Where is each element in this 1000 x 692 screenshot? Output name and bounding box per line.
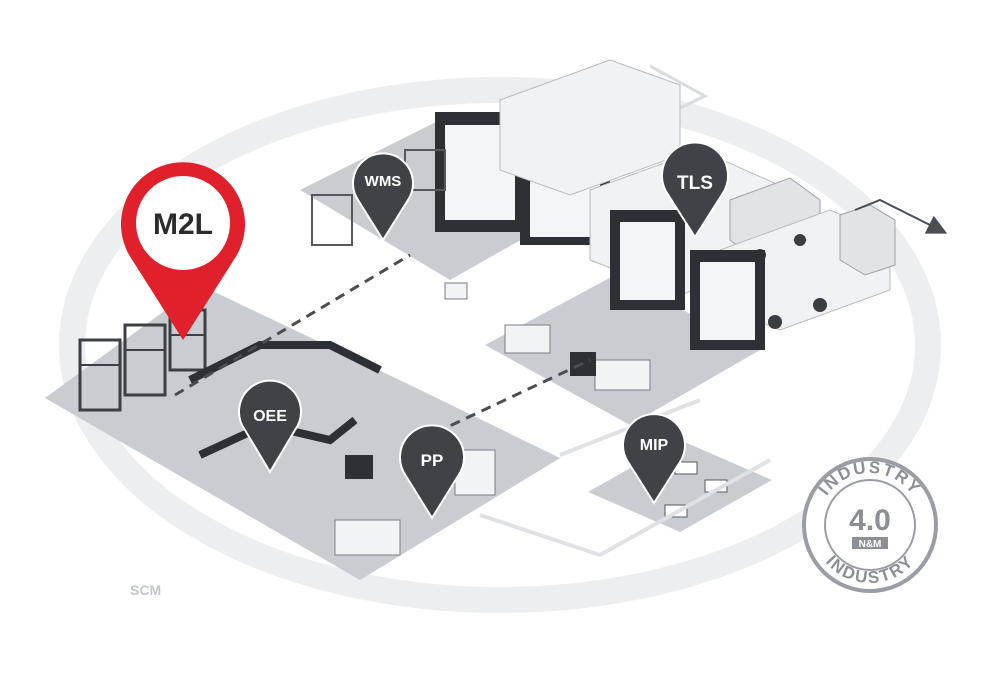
truck-cab (839, 204, 896, 276)
pin-m2l-label: M2L (153, 208, 213, 241)
forklift (345, 455, 373, 479)
pin-m2l[interactable]: M2L (121, 162, 245, 340)
ring-arrow (649, 64, 709, 114)
pin-pp[interactable]: PP (399, 424, 465, 520)
outbound-arrow (854, 198, 948, 234)
stamp-badge-bg (852, 537, 888, 549)
pin-tls[interactable]: TLS (661, 141, 729, 239)
scm-label: SCM (130, 582, 161, 598)
pin-pp-label: PP (421, 451, 444, 470)
pin-oee[interactable]: OEE (238, 379, 302, 474)
pin-wms[interactable]: WMS (352, 152, 414, 242)
pin-m2l-inner (136, 176, 230, 270)
pin-mip[interactable]: MIP (622, 413, 686, 505)
pin-wms-label: WMS (365, 173, 402, 190)
stamp-badge: N&M (859, 539, 882, 550)
industry-stamp: INDUSTRY INDUSTRY 4.0 N&M (802, 457, 938, 593)
stamp-center: 4.0 (849, 504, 891, 537)
warehouse-rack (311, 194, 353, 246)
supply-chain-ring (59, 64, 941, 613)
shipping-dock-floor (485, 210, 765, 425)
pin-oee-label: OEE (253, 408, 287, 425)
pin-mip-label: MIP (640, 437, 669, 454)
pin-tls-label: TLS (677, 173, 713, 194)
production-floor (45, 285, 560, 580)
